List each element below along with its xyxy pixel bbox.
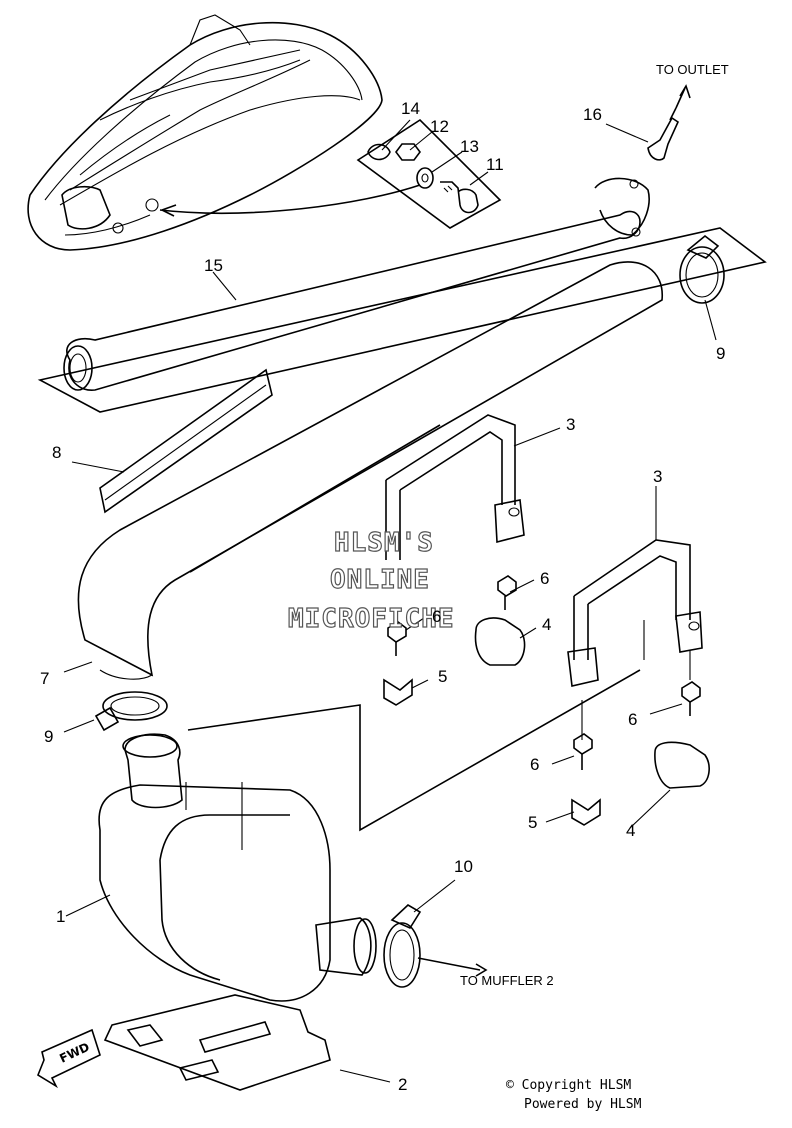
bolts-6 [387,575,701,770]
to-outlet-note: TO OUTLET [656,62,729,77]
copyright-text: © Copyright HLSM [506,1078,632,1093]
strap-3-right [567,539,703,687]
bottom-plate-2 [103,994,331,1091]
watermark-line-3: MICROFICHE [287,603,455,634]
hose-clamp-10 [383,904,488,988]
callout-2: 2 [398,1075,408,1094]
callout-15: 15 [204,256,223,275]
callout-6-c: 6 [628,710,638,729]
watercraft-hull-sketch [27,14,421,251]
callout-13: 13 [460,137,479,156]
muffler-body-1 [98,669,641,1002]
callout-9-lower: 9 [44,727,54,746]
outlet-fitting-16 [647,84,691,161]
callout-14: 14 [401,99,420,118]
hose-clamp-9-lower [94,691,168,732]
callout-6-b: 6 [432,607,442,626]
callout-9-upper: 9 [716,344,726,363]
callout-5-left: 5 [438,667,448,686]
clips-5 [383,678,601,826]
rubber-mount-4 [474,617,710,789]
outlet-bracket-fittings [356,118,502,229]
watermark-line-2: ONLINE [329,564,430,595]
callout-12: 12 [430,117,449,136]
callout-3-right: 3 [653,467,663,486]
callout-10: 10 [454,857,473,876]
callout-leaders [63,119,717,1083]
pad-8 [99,368,273,514]
callout-5-right: 5 [528,813,538,832]
strap-3-left [385,414,525,560]
callout-3-left: 3 [566,415,576,434]
callout-11: 11 [486,155,504,174]
hose-clamp-9-upper [679,234,725,304]
callout-8: 8 [52,443,62,462]
callout-4-right: 4 [626,821,636,840]
watermark-line-1: HLSM'S [333,527,434,558]
fwd-arrow-icon: FWD [37,1028,101,1089]
callout-7: 7 [40,669,50,688]
callout-6-a: 6 [540,569,550,588]
exhaust-pipe-15 [37,177,767,413]
powered-by-text: Powered by HLSM [524,1097,642,1112]
exhaust-hose-7 [77,261,663,680]
callout-1: 1 [56,907,66,926]
to-muffler-note: TO MUFFLER 2 [460,973,554,988]
callout-6-d: 6 [530,755,540,774]
callout-16: 16 [583,105,602,124]
callout-4-left: 4 [542,615,552,634]
